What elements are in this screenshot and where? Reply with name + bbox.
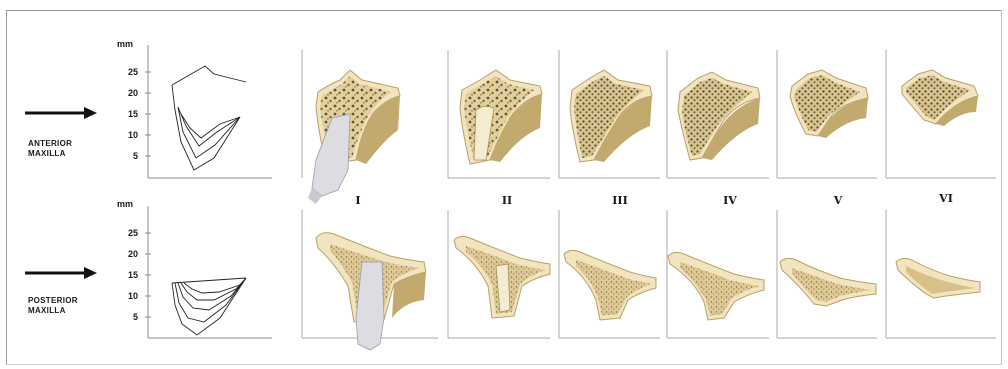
- posterior-class-I-section: [316, 233, 426, 350]
- anterior-class-IV-section: [678, 72, 760, 160]
- posterior-class-IV-section: [668, 252, 764, 320]
- anterior-class-III-section: [570, 70, 652, 162]
- anterior-arrow-icon: [25, 107, 97, 119]
- anterior-class-I-section: [308, 70, 400, 204]
- anterior-class-VI-section: [902, 70, 978, 126]
- anterior-class-II-section: [460, 70, 542, 164]
- posterior-arrow-icon: [25, 267, 97, 279]
- posterior-class-VI-section: [896, 258, 980, 298]
- posterior-class-V-section: [780, 258, 876, 306]
- posterior-class-II-section: [454, 236, 550, 318]
- anterior-ridge-profiles: [172, 66, 246, 170]
- anterior-class-V-section: [790, 70, 868, 138]
- anterior-profile-axes: [145, 45, 272, 178]
- posterior-class-III-section: [564, 250, 656, 320]
- posterior-ridge-profiles: [172, 278, 246, 335]
